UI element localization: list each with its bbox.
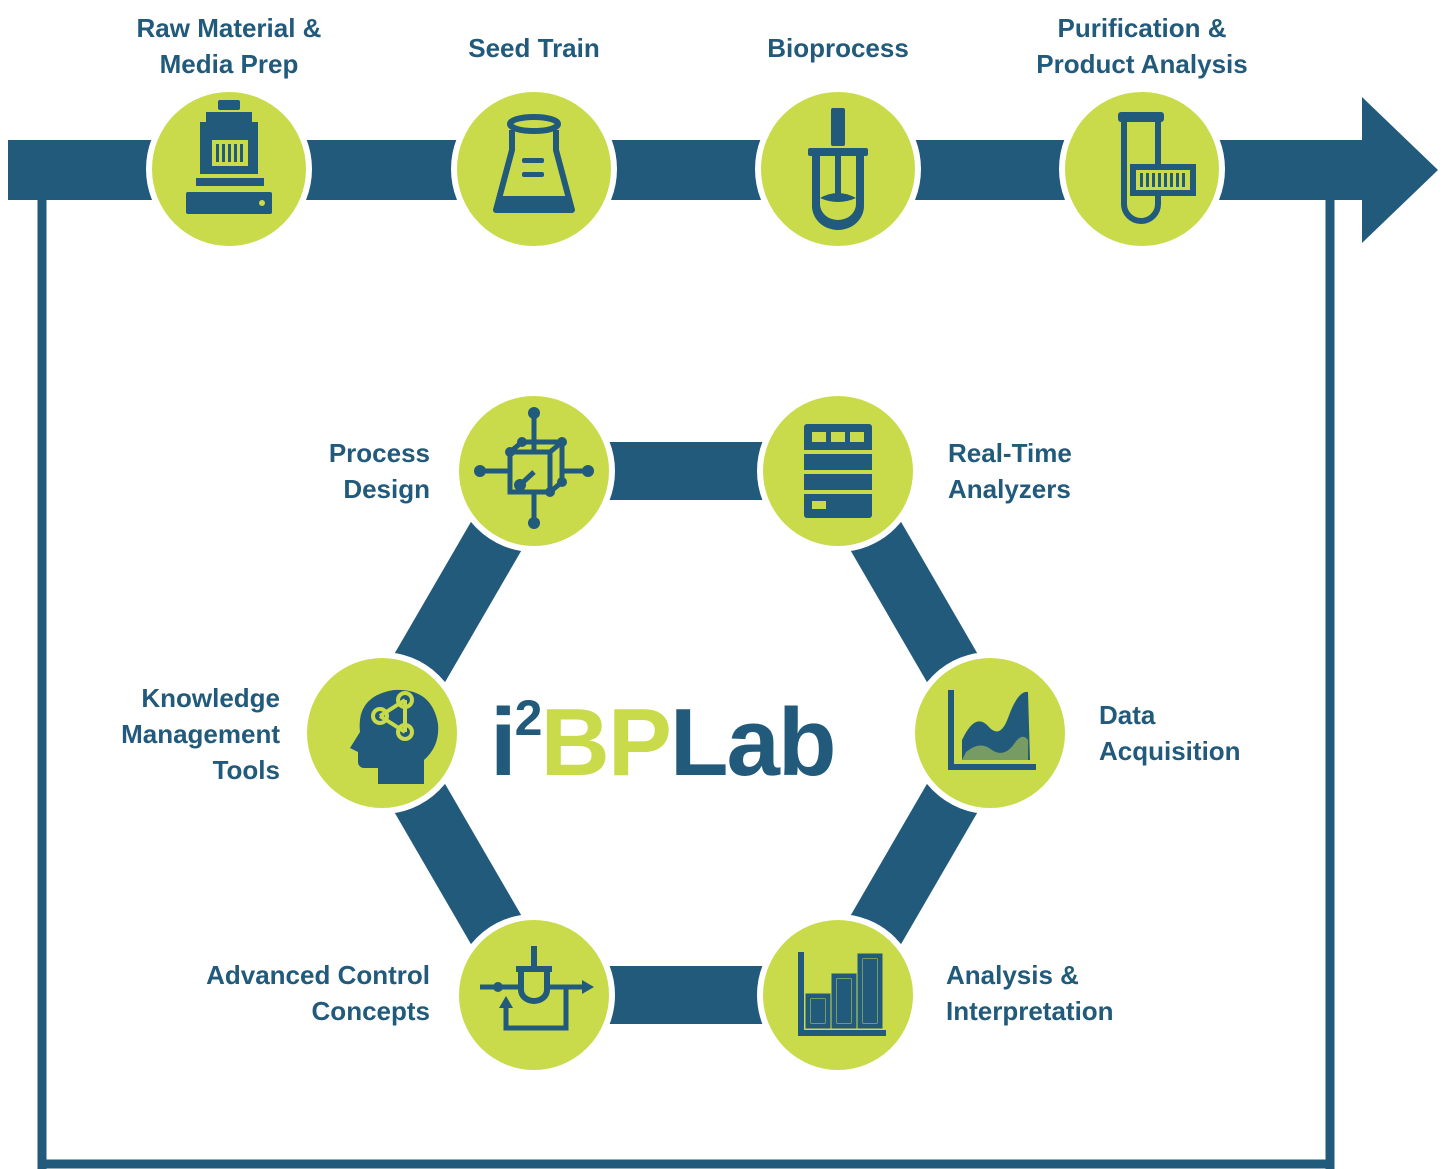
- node-label-line: Knowledge: [141, 683, 280, 713]
- stage-label-raw-material: Raw Material & Media Prep: [109, 10, 349, 82]
- test-tube-barcode-icon: [1118, 112, 1196, 224]
- node-label-line: Process: [328, 438, 430, 468]
- node-knowledge-management: [301, 652, 463, 814]
- node-label-line: Analyzers: [948, 474, 1071, 504]
- node-label-line: Management: [121, 719, 280, 749]
- node-label-real-time-analyzers: Real-Time Analyzers: [948, 435, 1168, 507]
- bar-chart-icon: [798, 952, 886, 1036]
- stage-bioprocess: [755, 86, 921, 252]
- node-label-line: Concepts: [311, 996, 430, 1026]
- stage-label-bioprocess: Bioprocess: [718, 30, 958, 66]
- node-label-knowledge-management: Knowledge Management Tools: [80, 680, 280, 788]
- i2bplab-logo: i2BPLab: [490, 688, 890, 798]
- node-process-design: [453, 390, 615, 552]
- flask-icon: [493, 114, 575, 213]
- stage-label-line: Product Analysis: [1036, 49, 1248, 79]
- node-analysis-interpretation: [757, 914, 919, 1076]
- logo-i: i: [490, 689, 517, 796]
- node-label-advanced-control: Advanced Control Concepts: [170, 957, 430, 1029]
- stage-label-line: Seed Train: [468, 33, 600, 63]
- stage-seed-train: [451, 86, 617, 252]
- stage-label-seed-train: Seed Train: [414, 30, 654, 66]
- analyzer-rack-icon: [804, 424, 872, 518]
- logo-lab: Lab: [669, 689, 837, 796]
- stage-label-purification: Purification & Product Analysis: [1012, 10, 1272, 82]
- node-label-line: Tools: [212, 755, 280, 785]
- node-advanced-control: [453, 914, 615, 1076]
- node-label-process-design: Process Design: [230, 435, 430, 507]
- node-label-line: Data: [1099, 700, 1156, 730]
- logo-superscript: 2: [514, 690, 543, 746]
- stage-label-line: Media Prep: [159, 49, 299, 79]
- network-cube-icon: [474, 407, 594, 529]
- node-label-line: Advanced Control: [206, 960, 430, 990]
- logo-bp: BP: [540, 689, 671, 796]
- node-label-data-acquisition: Data Acquisition: [1099, 697, 1319, 769]
- stage-label-line: Raw Material &: [136, 13, 322, 43]
- node-label-line: Acquisition: [1099, 736, 1241, 766]
- node-label-analysis-interpretation: Analysis & Interpretation: [946, 957, 1186, 1029]
- node-label-line: Real-Time: [948, 438, 1072, 468]
- stage-label-line: Purification &: [1057, 13, 1227, 43]
- frame-lines: [37, 170, 1335, 1169]
- node-real-time-analyzers: [757, 390, 919, 552]
- node-label-line: Design: [343, 474, 430, 504]
- control-loop-icon: [480, 946, 594, 1031]
- stage-raw-material: [146, 86, 312, 252]
- dispenser-icon: [186, 100, 272, 214]
- stage-purification: [1059, 86, 1225, 252]
- area-chart-icon: [948, 690, 1036, 770]
- bioreactor-icon: [808, 108, 868, 230]
- node-label-line: Interpretation: [946, 996, 1114, 1026]
- stage-label-line: Bioprocess: [767, 33, 909, 63]
- node-label-line: Analysis &: [946, 960, 1079, 990]
- node-data-acquisition: [909, 652, 1071, 814]
- head-network-icon: [350, 689, 439, 784]
